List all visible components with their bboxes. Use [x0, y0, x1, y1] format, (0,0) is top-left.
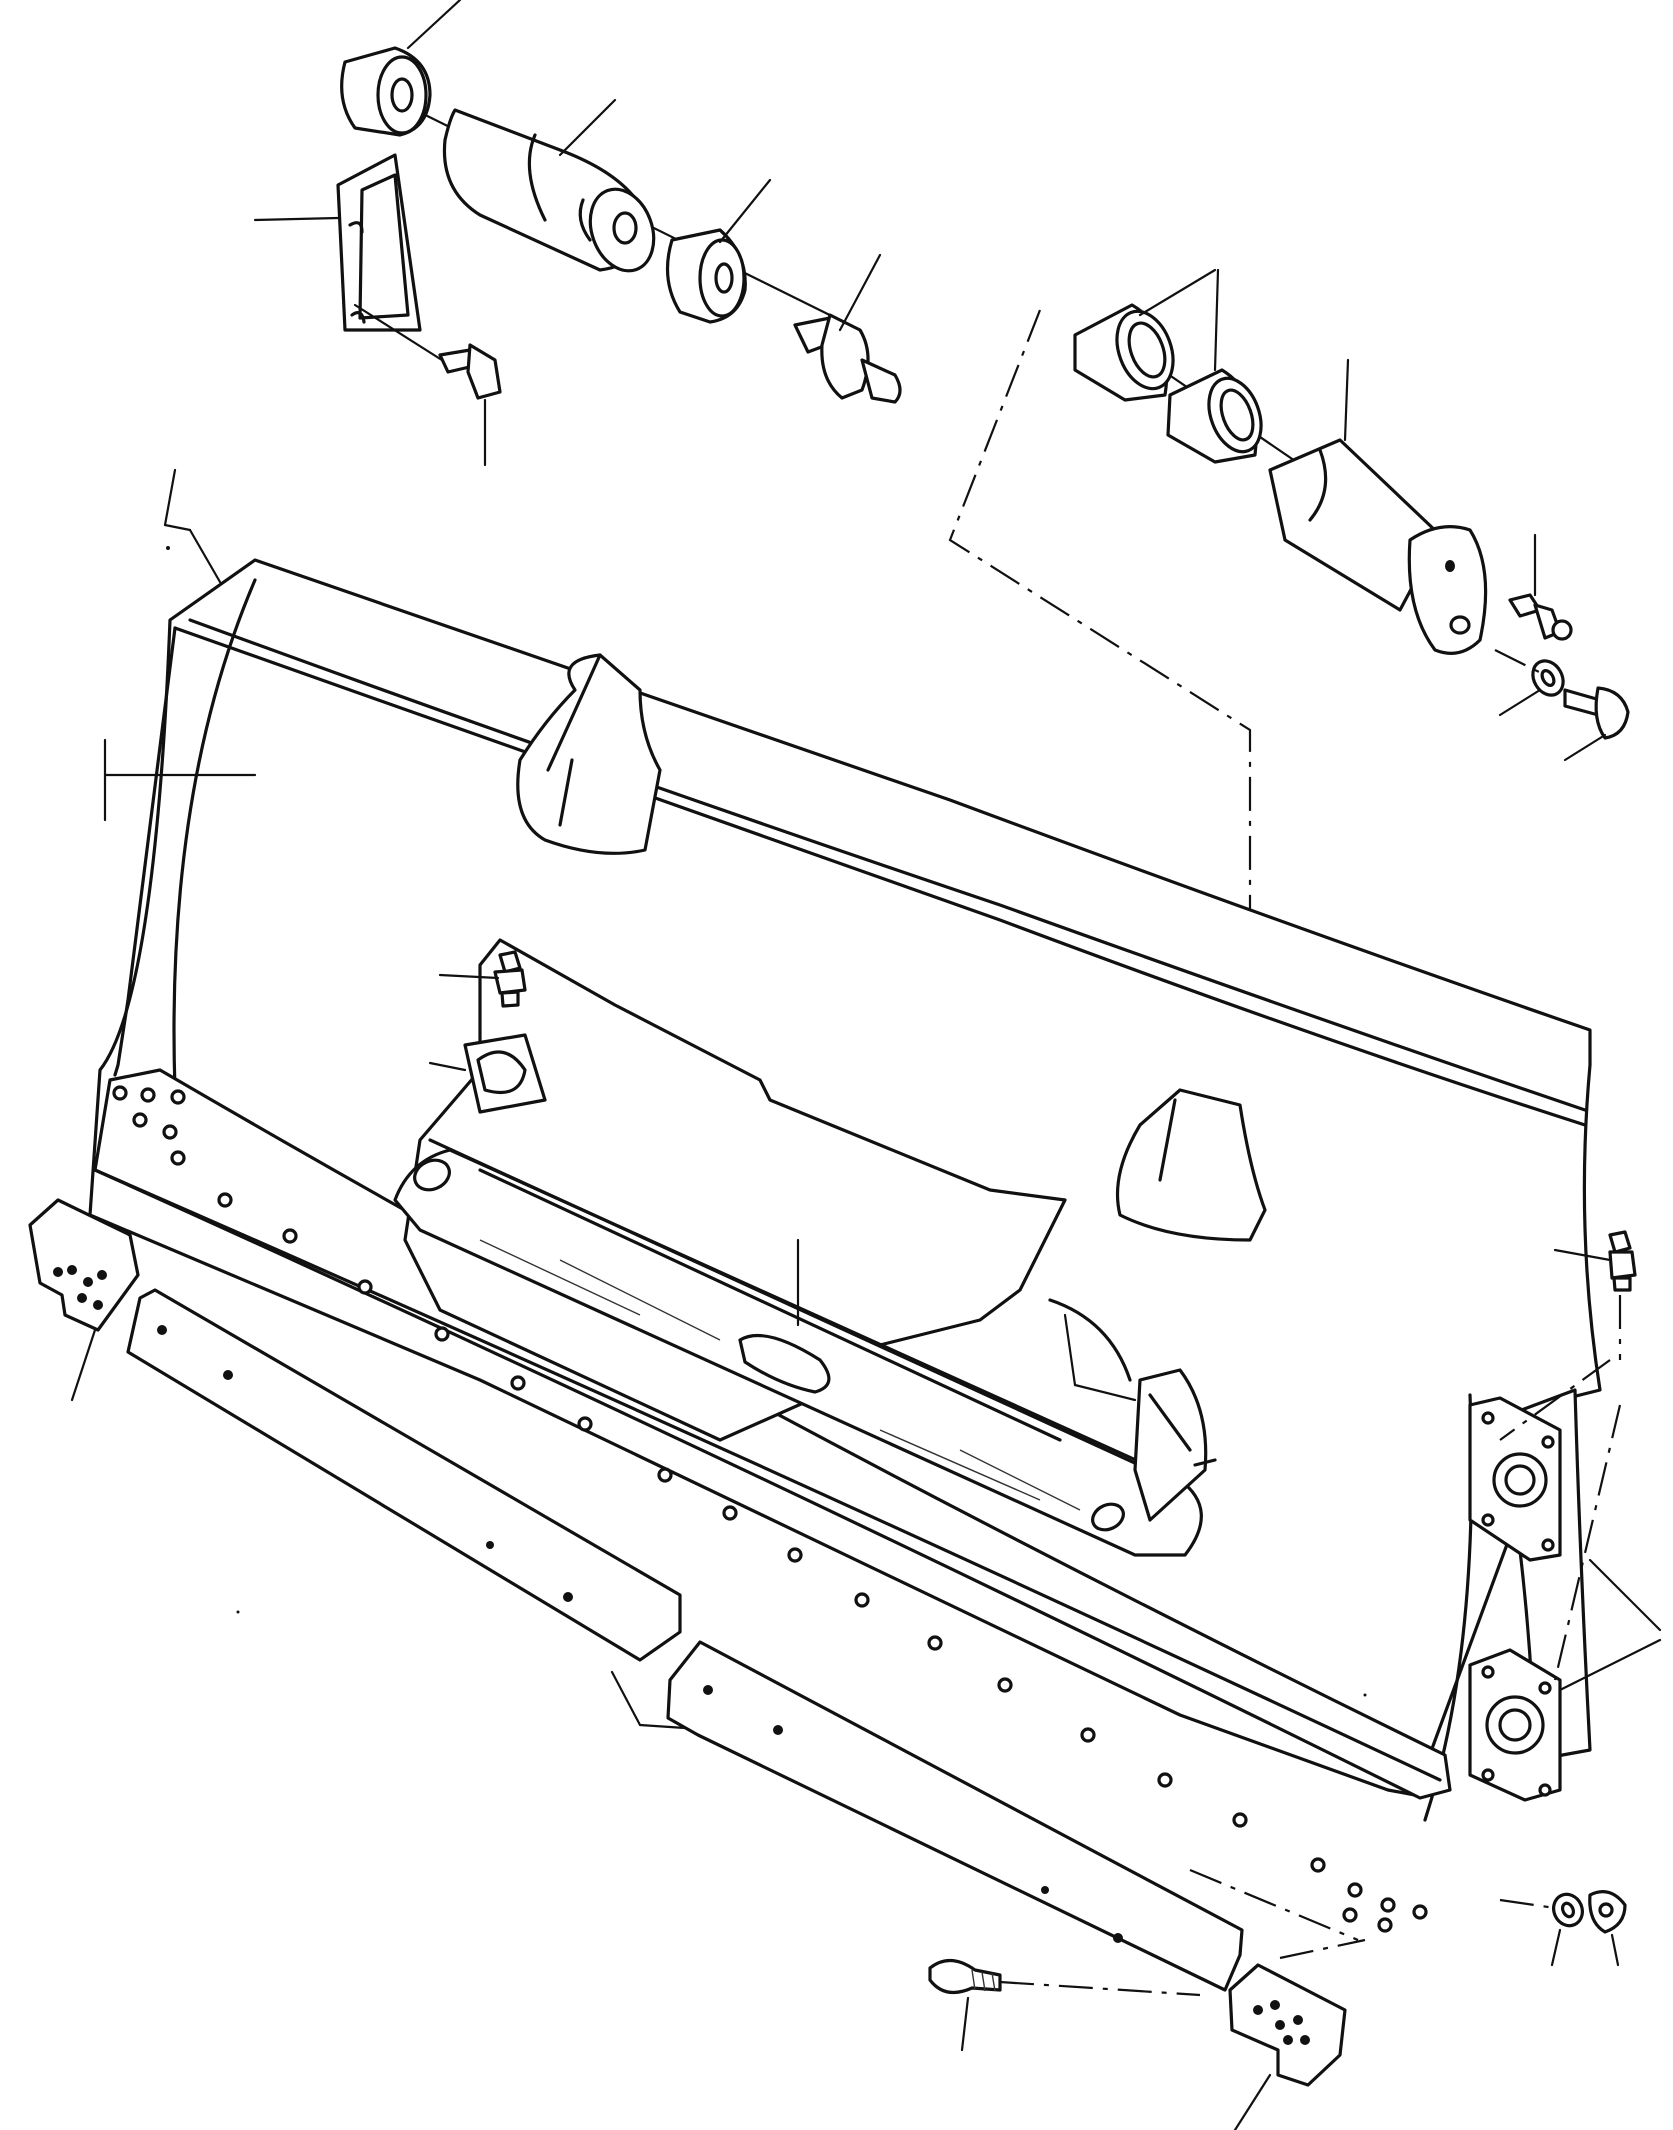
end-bit-left	[28, 1198, 140, 1332]
nut-washer	[1552, 1890, 1627, 1934]
top-pin-assembly	[253, 0, 902, 467]
beam-cover-plate	[463, 1033, 547, 1114]
cutting-edge-holes	[112, 1085, 1428, 1933]
upper-bracket-left	[516, 653, 662, 855]
beam-grease-fitting	[493, 950, 527, 1008]
pin-bolt	[1563, 686, 1630, 740]
end-bit-right	[1228, 1963, 1347, 2087]
flanged-pin	[1268, 438, 1488, 655]
cutting-edge-left	[126, 1288, 682, 1662]
cutting-edge-segments	[28, 1198, 1627, 2130]
cutting-edge-right	[666, 1640, 1244, 1992]
lower-mount-block	[1468, 1648, 1562, 1802]
beam-guard-plate	[1133, 1368, 1217, 1522]
plug-fitting	[793, 313, 902, 404]
dozer-blade	[88, 468, 1662, 1933]
plow-bolt	[928, 1958, 1002, 1995]
retainer-plate	[336, 153, 422, 332]
pin-shaft	[442, 108, 656, 273]
grease-fitting-right	[1608, 1230, 1637, 1292]
grease-nipple-pin	[1508, 593, 1573, 641]
pin-washer	[1531, 659, 1565, 697]
upper-bracket-right	[1115, 1088, 1267, 1242]
sleeve-front	[1073, 303, 1175, 402]
bushing-right	[665, 228, 747, 324]
center-push-beam	[393, 938, 1203, 1557]
sleeve-rear	[1166, 368, 1263, 464]
upper-mount-block	[1468, 1396, 1562, 1562]
bushing-left	[340, 46, 432, 137]
retainer-bolt	[353, 303, 502, 400]
